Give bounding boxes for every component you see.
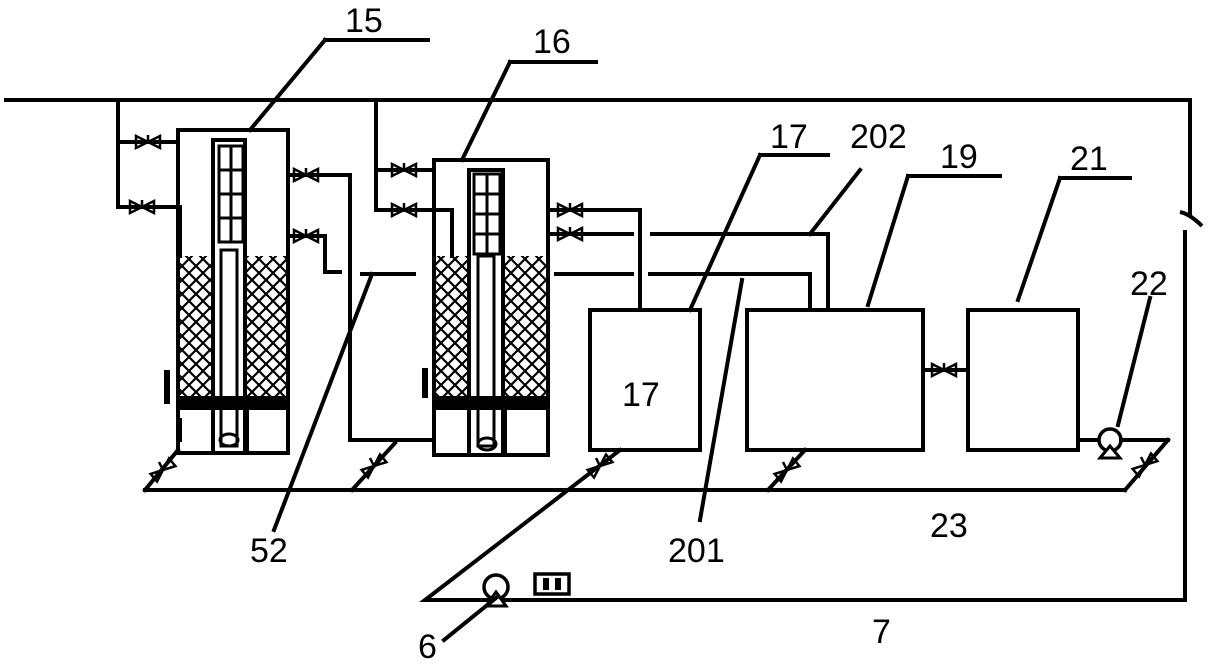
label-202: 202 xyxy=(850,118,907,156)
leader-202 xyxy=(807,167,863,237)
tank-19 xyxy=(745,308,925,452)
supply-line-15-b xyxy=(116,140,182,258)
leader-201 xyxy=(697,277,745,523)
leader-15 xyxy=(247,37,328,133)
label-16: 16 xyxy=(533,23,571,61)
reactor-15-side-gauge xyxy=(164,370,170,404)
tank-21 xyxy=(966,308,1080,452)
pump-icon xyxy=(482,573,510,608)
supply-line-16-a xyxy=(374,98,436,172)
reactor-15-support-plate xyxy=(178,396,288,408)
reactor-15-diffuser xyxy=(218,432,240,448)
arrow-icon xyxy=(1179,210,1204,228)
reactor-16-inner-tube xyxy=(476,254,496,448)
reactor-16-media-right xyxy=(505,256,546,396)
pump-icon xyxy=(1096,427,1124,460)
label-19: 19 xyxy=(940,138,978,176)
leader-21 xyxy=(1015,175,1063,303)
leader-16 xyxy=(459,59,513,163)
reactor-16-diffuser xyxy=(476,436,498,452)
leader-22 xyxy=(1115,295,1153,428)
tank-17 xyxy=(588,308,702,452)
label-21: 21 xyxy=(1070,140,1108,178)
label-17-tank: 17 xyxy=(622,376,660,414)
leader-6 xyxy=(441,595,499,643)
label-6: 6 xyxy=(418,628,437,664)
reactor-15 xyxy=(164,128,290,455)
reactor-15-media-right xyxy=(245,256,286,396)
gas-line-201 xyxy=(648,272,812,320)
label-52: 52 xyxy=(250,532,288,570)
label-23: 23 xyxy=(930,507,968,545)
reactor-16-support-plate xyxy=(434,396,548,408)
leader-52 xyxy=(271,271,375,533)
flowmeter-icon xyxy=(533,572,571,596)
reactor-15-inner-tube xyxy=(219,248,239,448)
reactor-16-media-left xyxy=(436,256,469,396)
leader-17 xyxy=(687,152,763,313)
label-17-top: 17 xyxy=(770,118,808,156)
reactor-16 xyxy=(422,158,550,457)
recirculation-line xyxy=(419,230,1187,602)
label-15: 15 xyxy=(345,2,383,40)
reactor-15-media-left xyxy=(180,256,213,396)
reactor-16-side-gauge xyxy=(422,368,428,398)
label-201: 201 xyxy=(668,532,725,570)
label-22: 22 xyxy=(1130,265,1168,303)
label-7: 7 xyxy=(872,613,891,651)
leader-19 xyxy=(865,173,911,308)
supply-line-16-b xyxy=(374,168,454,258)
